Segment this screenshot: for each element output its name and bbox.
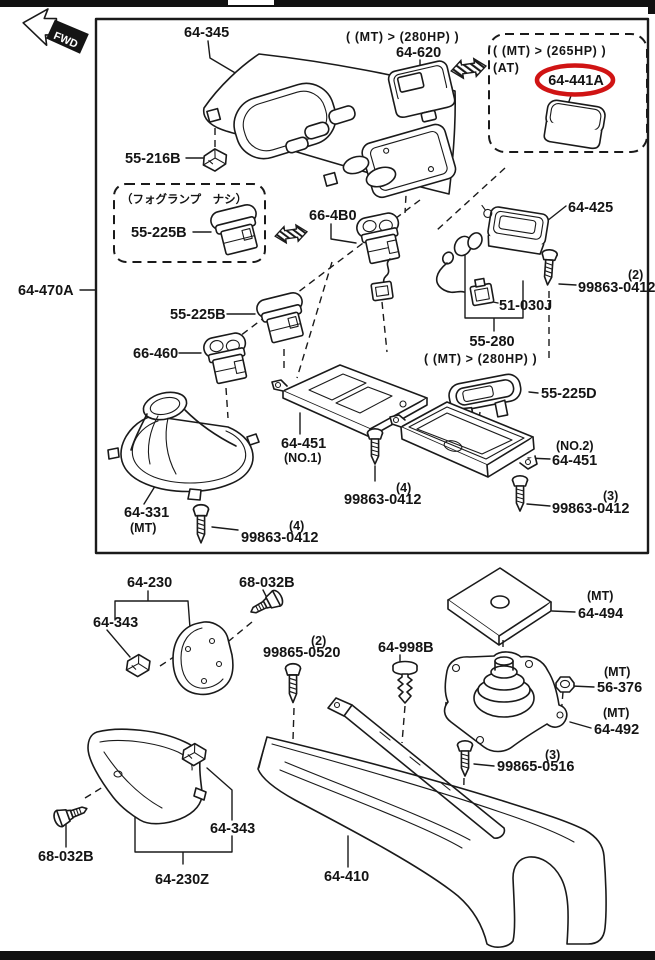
lower-leader-lines	[65, 589, 595, 868]
part-ashtray-64425	[481, 204, 550, 255]
part-screw-0520	[284, 662, 302, 704]
label-68-032B-b[interactable]: 68-032B	[38, 849, 94, 865]
label-99863-0412-a[interactable]: 99863-0412	[578, 280, 655, 296]
label-55-225B[interactable]: 55-225B	[170, 307, 226, 323]
label-64-998B[interactable]: 64-998B	[378, 640, 434, 656]
swap-arrow-icon	[450, 57, 488, 80]
highlight-circle	[534, 63, 616, 97]
part-screw-plate2	[511, 474, 529, 512]
part-screw-0516	[456, 739, 474, 777]
part-pin-64998B	[392, 660, 418, 704]
label-mt-nut: (MT)	[604, 665, 630, 679]
label-56-376[interactable]: 56-376	[597, 680, 642, 696]
label-68-032B-a[interactable]: 68-032B	[239, 575, 295, 591]
part-nut-56376	[555, 676, 575, 693]
label-mt-pad: (MT)	[587, 589, 613, 603]
part-bolt-68032B-a	[246, 587, 286, 621]
label-55-280[interactable]: 55-280	[469, 334, 514, 350]
label-64-451-no2[interactable]: 64-451	[552, 453, 597, 469]
label-64-470A[interactable]: 64-470A	[18, 283, 74, 299]
label-qty-4-b: (4)	[289, 519, 304, 533]
fwd-arrow-icon: FWD	[22, 8, 89, 54]
part-blanking-cap	[543, 99, 606, 150]
swap-arrow-icon	[274, 223, 309, 245]
label-mt-mount: (MT)	[603, 706, 629, 720]
label-66-460[interactable]: 66-460	[133, 346, 178, 362]
label-64-230Z[interactable]: 64-230Z	[155, 872, 209, 888]
part-mount-plate-64492	[443, 651, 568, 753]
part-rear-panel-64230	[172, 621, 234, 696]
part-clip-55216B	[202, 147, 228, 173]
upper-assembly-box: 64-345 ( (MT) > (280HP) ) 64-620 ( (MT) …	[79, 17, 655, 555]
part-clock-64620	[387, 60, 456, 123]
part-socket-51030J	[435, 232, 495, 307]
label-99865-0516[interactable]: 99865-0516	[497, 759, 574, 775]
label-64-345[interactable]: 64-345	[184, 25, 229, 41]
label-variant-at: (AT)	[493, 61, 519, 75]
label-55-225D[interactable]: 55-225D	[541, 386, 597, 402]
label-64-410[interactable]: 64-410	[324, 869, 369, 885]
label-no2: (NO.2)	[556, 439, 594, 453]
label-64-494[interactable]: 64-494	[578, 606, 623, 622]
foglamp-option-box	[113, 183, 266, 263]
part-switch-55225B-fog	[208, 202, 266, 258]
label-99863-0412-c[interactable]: 99863-0412	[552, 501, 629, 517]
label-64-343-a[interactable]: 64-343	[93, 615, 138, 631]
label-no1: (NO.1)	[284, 451, 322, 465]
label-55-225B-fog[interactable]: 55-225B	[131, 225, 187, 241]
label-64-425[interactable]: 64-425	[568, 200, 613, 216]
label-51-030J[interactable]: 51-030J	[499, 298, 552, 314]
label-99865-0520[interactable]: 99865-0520	[263, 645, 340, 661]
part-screw-ashtray	[539, 248, 559, 287]
label-qty-3-b: (3)	[545, 748, 560, 762]
label-55-216B[interactable]: 55-216B	[125, 151, 181, 167]
label-variant-265hp: ( (MT) > (265HP) )	[493, 44, 606, 58]
part-tray-no2	[389, 401, 538, 478]
label-qty-3: (3)	[603, 489, 618, 503]
label-66-4B0[interactable]: 66-4B0	[309, 208, 357, 224]
label-variant-280hp-top: ( (MT) > (280HP) )	[346, 30, 459, 44]
part-switch-664B0	[354, 210, 407, 302]
part-switch-55225B	[254, 290, 312, 346]
label-64-230[interactable]: 64-230	[127, 575, 172, 591]
label-99863-0412-d[interactable]: 99863-0412	[241, 530, 318, 546]
label-qty-4-a: (4)	[396, 481, 411, 495]
label-64-343-b[interactable]: 64-343	[210, 821, 255, 837]
label-variant-280hp-mid: ( (MT) > (280HP) )	[424, 352, 537, 366]
part-switch-66460	[201, 330, 254, 386]
label-99863-0412-b[interactable]: 99863-0412	[344, 492, 421, 508]
part-bolt-68032B-b	[51, 799, 91, 829]
part-screw-boot	[192, 503, 210, 544]
part-screw-plate1	[366, 427, 384, 465]
part-side-cover-64230Z	[87, 728, 207, 825]
part-console-64410	[257, 697, 607, 948]
label-64-492[interactable]: 64-492	[594, 722, 639, 738]
label-64-451-no1[interactable]: 64-451	[281, 436, 326, 452]
alternative-variant-box	[488, 33, 648, 153]
part-pad-64494	[447, 567, 552, 646]
lower-section: 64-230 68-032B 64-343 (2) 99865-0520 64-…	[38, 567, 642, 948]
label-mt-boot: (MT)	[130, 521, 156, 535]
part-plate-no1	[271, 364, 428, 438]
label-foglamp-note: （フォグランプ ナシ）	[121, 192, 247, 206]
label-64-441A[interactable]: 64-441A	[548, 73, 604, 89]
label-qty-2-b: (2)	[311, 634, 326, 648]
label-64-620[interactable]: 64-620	[396, 45, 441, 61]
label-64-331[interactable]: 64-331	[124, 505, 169, 521]
label-qty-2: (2)	[628, 268, 643, 282]
part-shift-boot	[107, 391, 260, 501]
